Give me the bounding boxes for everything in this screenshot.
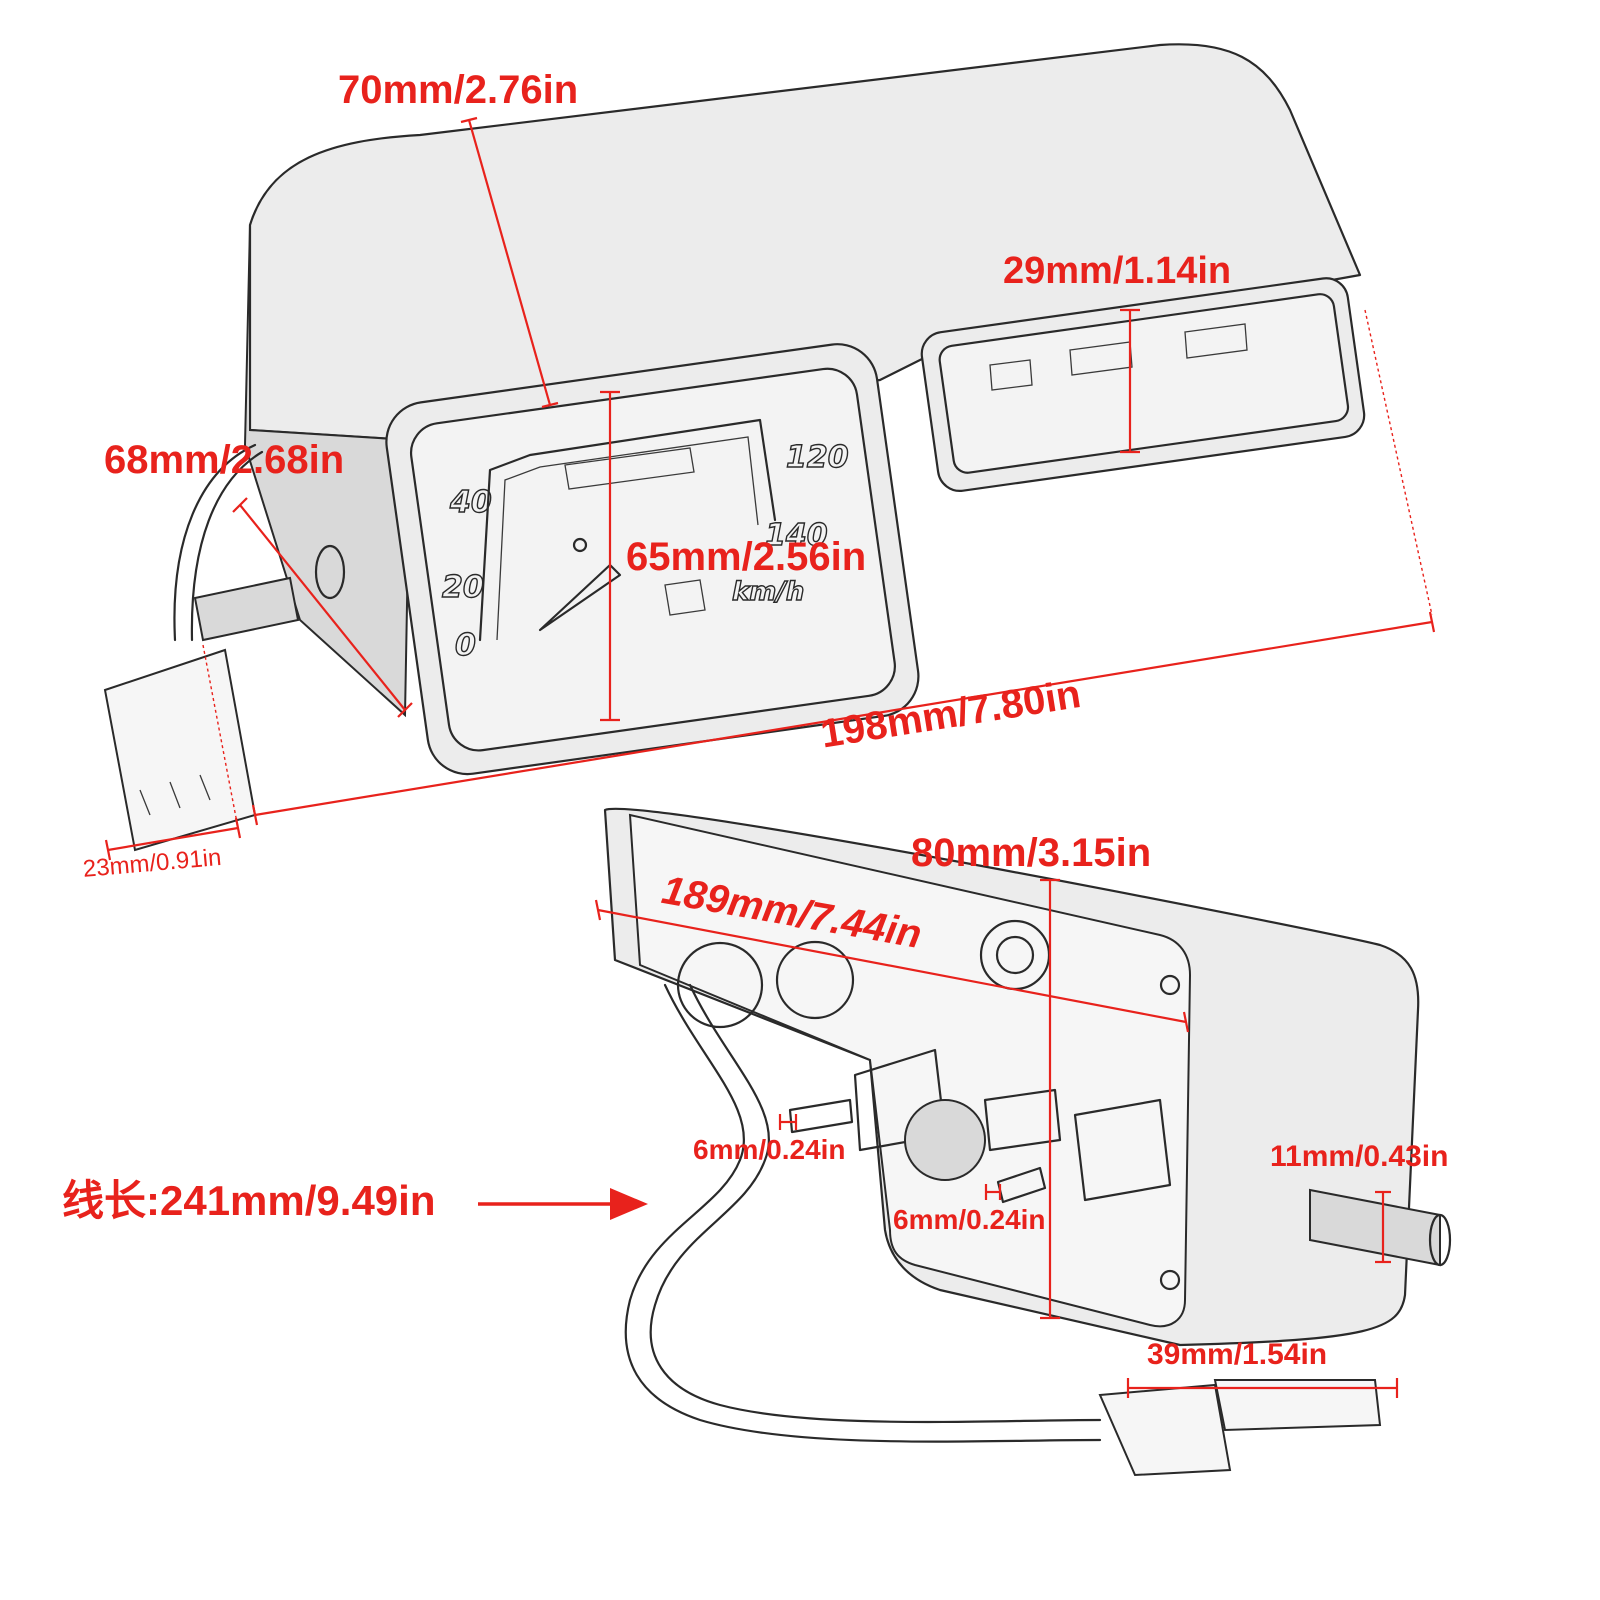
label-plug-width: 39mm/1.54in [1147,1338,1328,1371]
front-connector [103,648,257,852]
gauge-scale [478,418,777,642]
dim-back-width [597,908,1187,1024]
housing-side [243,224,412,718]
cable-drive [193,576,300,642]
gauge-tick-0: 0 [455,628,476,663]
housing-top [248,43,1362,442]
stud-right [996,1166,1047,1204]
gauge-tick-20: 20 [442,570,484,605]
label-stud-right: 6mm/0.24in [893,1204,1046,1235]
label-top-depth: 70mm/2.76in [338,68,579,112]
back-socket-left [676,941,764,1029]
arrow-right-icon [610,1188,648,1220]
dim-total-width [254,620,1433,817]
dim-side-depth [239,504,406,711]
dimension-lines [104,116,1436,1398]
gauge-unit: km/h [732,577,804,607]
label-side-depth: 68mm/2.68in [104,438,345,482]
stud-left [788,1098,854,1134]
label-cable-drive: 11mm/0.43in [1270,1140,1449,1173]
label-back-height: 80mm/3.15in [911,831,1152,875]
label-indicator-height: 29mm/1.14in [1003,250,1232,292]
gauge-tick-140: 140 [765,518,828,553]
threaded-post [983,1088,1062,1152]
gauge-tick-40: 40 [449,485,492,520]
odometer [564,447,695,490]
dim-top-depth [467,119,552,406]
front-view: 0 20 40 120 140 km/h [103,43,1366,852]
label-wire-length: 线长:241mm/9.49in [62,1177,436,1224]
back-knob [904,1099,986,1181]
label-stud-left: 6mm/0.24in [693,1134,846,1165]
back-plug [1098,1383,1232,1477]
wire-bundle [173,443,264,642]
back-bulb-holder-right [1073,1098,1172,1202]
back-wire-loom [624,983,1102,1443]
gauge-tick-120: 120 [786,440,849,475]
dim-connector-width [107,826,239,852]
speed-gauge-face [409,367,896,752]
label-gauge-height: 65mm/2.56in [626,535,867,579]
gauge-needle [538,563,622,632]
